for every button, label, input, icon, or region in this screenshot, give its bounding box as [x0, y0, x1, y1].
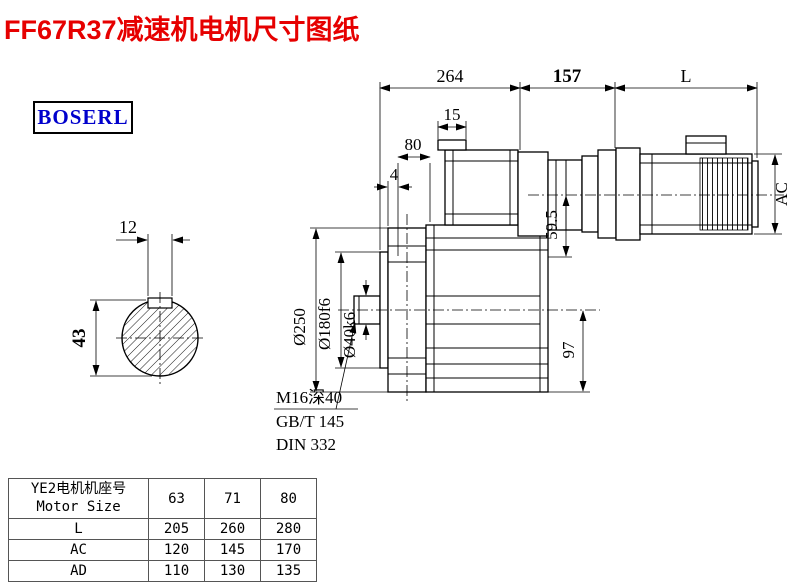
row-label-AD: AD	[8, 560, 149, 582]
dim-80-label: 80	[405, 135, 422, 154]
table-header-cn: YE2电机机座号	[30, 481, 127, 497]
motor-size-table: YE2电机机座号 Motor Size 63 71 80 L 205 260 2…	[8, 478, 317, 582]
cell-AD-63: 110	[148, 560, 205, 582]
motor-fins	[699, 157, 749, 231]
housing-plug	[437, 139, 467, 151]
dim-dia250-label: Ø250	[290, 308, 309, 346]
page-title: FF67R37减速机电机尺寸图纸	[4, 15, 360, 45]
table-row-AD: AD 110 130 135	[8, 560, 317, 582]
dim-264-label: 264	[437, 66, 464, 86]
shaft-section-view: 12 43	[69, 217, 206, 386]
cell-AC-63: 120	[148, 539, 205, 561]
main-view	[338, 135, 784, 404]
cell-AD-80: 135	[260, 560, 317, 582]
row-label-L: L	[8, 518, 149, 540]
brand-logo: BOSERL	[33, 101, 133, 134]
cell-L-71: 260	[204, 518, 261, 540]
motor	[615, 135, 759, 241]
dim-ac-label: AC	[772, 182, 791, 206]
dim-59-5-label: 59.5	[542, 210, 561, 240]
dim-L-label: L	[681, 66, 692, 86]
input-stage-r37	[517, 149, 617, 239]
dimensions: 264 157 L 15 80 4 Ø250	[274, 66, 791, 454]
cell-AD-71: 130	[204, 560, 261, 582]
cell-AC-71: 145	[204, 539, 261, 561]
table-row-L: L 205 260 280	[8, 518, 317, 540]
cell-AC-80: 170	[260, 539, 317, 561]
dim-15-label: 15	[444, 105, 461, 124]
table-row-AC: AC 120 145 170	[8, 539, 317, 561]
dim-key-width-label: 12	[119, 217, 137, 237]
cell-L-63: 205	[148, 518, 205, 540]
dim-97-label: 97	[559, 341, 578, 359]
brand-logo-text: BOSERL	[37, 105, 129, 129]
dim-dia180-label: Ø180f6	[315, 298, 334, 350]
table-header-en: Motor Size	[36, 498, 121, 515]
note-tapped-hole: M16深40	[276, 388, 342, 407]
note-din-332: DIN 332	[276, 435, 336, 454]
motor-fan-cover	[751, 160, 759, 228]
cell-L-80: 280	[260, 518, 317, 540]
dim-dia40-label: Ø40k6	[340, 312, 359, 358]
row-label-AC: AC	[8, 539, 149, 561]
dim-157-label: 157	[553, 66, 582, 87]
dim-43-label: 43	[69, 329, 90, 348]
table-header-row: YE2电机机座号 Motor Size 63 71 80	[8, 478, 317, 519]
motor-flange	[615, 147, 641, 241]
table-col-80: 80	[260, 478, 317, 519]
table-col-71: 71	[204, 478, 261, 519]
terminal-box	[685, 135, 727, 155]
table-header-motor-size: YE2电机机座号 Motor Size	[8, 478, 149, 519]
dim-4-label: 4	[390, 165, 399, 184]
table-col-63: 63	[148, 478, 205, 519]
note-gbt-145: GB/T 145	[276, 412, 344, 431]
